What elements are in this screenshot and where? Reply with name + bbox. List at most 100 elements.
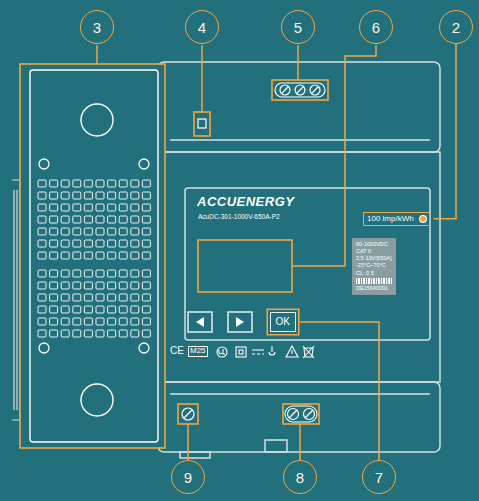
vent-slot xyxy=(131,318,139,325)
vent-slot xyxy=(108,240,116,247)
leader-lines xyxy=(97,45,376,460)
vent-slot xyxy=(73,330,81,337)
ce-mark: CE xyxy=(170,345,184,356)
node-text: -25°C~70°C xyxy=(356,262,392,269)
vent-slot xyxy=(96,330,104,337)
vent-slot xyxy=(96,252,104,259)
callout-number: 9 xyxy=(184,470,192,485)
vent-slot xyxy=(84,180,92,187)
node-text: OK xyxy=(276,316,290,328)
front-panel xyxy=(185,188,430,340)
vent-slot xyxy=(142,192,150,199)
screw xyxy=(304,409,315,420)
callout-frame xyxy=(272,80,328,100)
nav-buttons xyxy=(188,312,252,332)
vent-slot xyxy=(38,252,46,259)
screw-slot xyxy=(289,410,297,418)
vent-slot xyxy=(50,282,58,289)
mount-hole xyxy=(81,384,113,416)
connector-port xyxy=(198,119,206,128)
vent-slot xyxy=(61,318,69,325)
brand-logo: ACCUENERGY xyxy=(197,195,294,209)
approval-mark: M25 xyxy=(188,346,208,357)
barcode xyxy=(356,278,392,284)
vent-slot xyxy=(131,240,139,247)
callout-frame xyxy=(20,64,165,448)
housing-front xyxy=(158,152,440,382)
vent-slot xyxy=(119,306,127,313)
left-button xyxy=(188,312,212,332)
vent-slot xyxy=(142,306,150,313)
vent-slot xyxy=(119,282,127,289)
vent-slot xyxy=(38,318,46,325)
leader-line xyxy=(187,424,189,460)
leader-line xyxy=(96,45,98,64)
vent-slot xyxy=(61,282,69,289)
vent-slot xyxy=(131,306,139,313)
vent-slot xyxy=(96,240,104,247)
leader-line xyxy=(297,45,299,80)
node-text: DE15040001 xyxy=(356,285,392,292)
vent-slot xyxy=(73,192,81,199)
vent-slot xyxy=(96,180,104,187)
vent-slot xyxy=(73,216,81,223)
vent-slot xyxy=(61,204,69,211)
vent-slot xyxy=(142,228,150,235)
vent-slot xyxy=(131,192,139,199)
vent-slot xyxy=(96,216,104,223)
callout-circle: 6 xyxy=(359,10,393,44)
screw xyxy=(295,85,305,95)
vent-slot xyxy=(119,180,127,187)
vent-slot xyxy=(119,270,127,277)
vent-slot xyxy=(38,216,46,223)
callout-circle: 5 xyxy=(281,10,315,44)
vent-slot xyxy=(108,318,116,325)
callout-number: 3 xyxy=(93,20,101,35)
callout-circle: 3 xyxy=(80,10,114,44)
callout-circle: 8 xyxy=(283,460,317,494)
vent-slot xyxy=(119,192,127,199)
vent-grid xyxy=(38,180,150,337)
callout-number: 8 xyxy=(296,470,304,485)
vent-slot xyxy=(38,240,46,247)
vent-slot xyxy=(108,294,116,301)
vent-slot xyxy=(142,330,150,337)
vent-slot xyxy=(119,330,127,337)
screw-slot xyxy=(282,87,288,93)
ul-mark xyxy=(217,347,227,357)
callout-number: 6 xyxy=(372,20,380,35)
ok-button: OK xyxy=(270,312,296,332)
housing-rib xyxy=(170,139,430,141)
vent-slot xyxy=(108,270,116,277)
vent-slot xyxy=(131,270,139,277)
vent-slot xyxy=(131,294,139,301)
vent-slot xyxy=(108,282,116,289)
ul-letters xyxy=(219,349,225,354)
leader-line xyxy=(434,44,456,219)
vent-slot xyxy=(73,282,81,289)
current-sensor xyxy=(12,64,165,448)
callout-circle: 2 xyxy=(439,10,473,44)
callout-circle: 4 xyxy=(185,10,219,44)
vent-slot xyxy=(50,330,58,337)
callout-number: 5 xyxy=(294,20,302,35)
vent-slot xyxy=(108,216,116,223)
vent-slot xyxy=(84,270,92,277)
vent-slot xyxy=(61,270,69,277)
vent-slot xyxy=(108,192,116,199)
vent-slot xyxy=(108,306,116,313)
vent-slot xyxy=(50,318,58,325)
callout-frame xyxy=(178,404,198,424)
vent-slot xyxy=(73,252,81,259)
node-text: 60-1000VDC xyxy=(356,241,392,248)
vent-slot xyxy=(84,252,92,259)
sensor-clip xyxy=(12,180,20,420)
vent-slot xyxy=(142,270,150,277)
vent-slot xyxy=(50,252,58,259)
vent-slot xyxy=(131,282,139,289)
